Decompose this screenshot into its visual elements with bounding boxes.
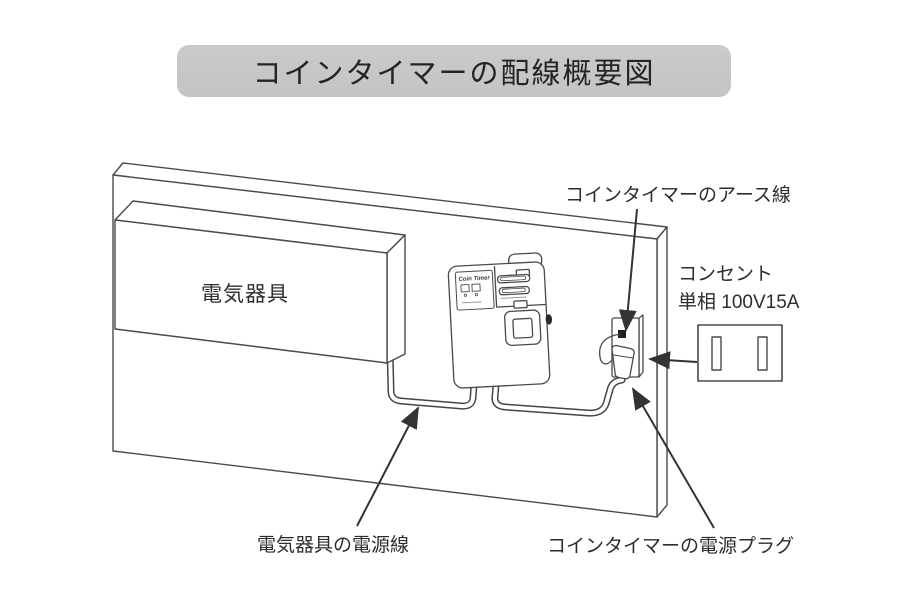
coin-box-door-inner: [512, 317, 534, 339]
coin-slot-2-inner: [501, 287, 526, 294]
power-plug: [611, 344, 635, 380]
plug-shoulder-line: [613, 354, 634, 359]
display-window-right: [471, 283, 481, 292]
device-logo: Coin Timer: [458, 275, 490, 283]
slot-caption-line: [500, 296, 527, 299]
indicator-right: [474, 293, 479, 297]
appliance-label: 電気器具: [201, 283, 289, 306]
socket-slot-left: [711, 336, 722, 371]
callout-arrows: [356, 208, 715, 529]
earth-terminal: [618, 330, 626, 338]
indicator-left: [463, 293, 468, 297]
outlet-spec-label: コンセント 単相 100V15A: [678, 261, 799, 317]
appliance-box: [114, 200, 406, 364]
earth-wire-label: コインタイマーのアース線: [565, 185, 791, 206]
fine-print-line: [461, 301, 482, 304]
outlet-spec-line1: コンセント: [678, 264, 774, 285]
appliance-side: [386, 234, 406, 364]
appliance-cord-arrow: [356, 406, 419, 527]
power-plug-arrow: [631, 387, 715, 529]
side-knob: [545, 314, 553, 325]
socket-slot-right: [757, 336, 768, 371]
coin-timer-device: Coin Timer: [447, 252, 553, 389]
coin-slot-1-inner: [500, 275, 527, 282]
socket-face-frame: [697, 324, 783, 382]
panel-divider: [493, 266, 546, 308]
power-plug-label: コインタイマーの電源プラグ: [547, 536, 795, 557]
earth-wire-arrow: [618, 208, 638, 332]
earth-wire: [598, 333, 622, 365]
outlet-arrow: [648, 351, 698, 370]
display-window-left: [460, 284, 470, 293]
socket-face-illustration: [697, 324, 783, 382]
button-return: [513, 299, 528, 309]
power-cords: [386, 346, 626, 417]
appliance-front: [114, 219, 388, 364]
outlet-spec-line2: 単相 100V15A: [678, 292, 800, 313]
page-title: コインタイマーの配線概要図: [177, 45, 731, 97]
wall-right-edge: [656, 226, 668, 518]
appliance-cord-label: 電気器具の電源線: [257, 535, 410, 556]
wall-outlet: [598, 314, 644, 380]
